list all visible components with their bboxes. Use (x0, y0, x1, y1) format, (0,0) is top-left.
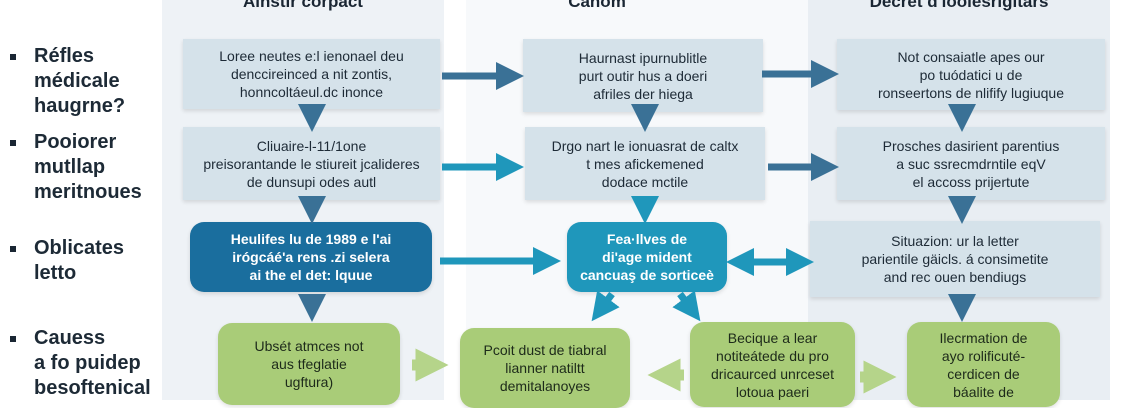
bullet-item: Réfles médicale haugrne? (10, 44, 125, 119)
outcome-box: Pcoit dust de tiabral lianner natiltt de… (460, 328, 630, 408)
flow-box: Haurnast ipurnublitle purt outir hus a d… (523, 39, 763, 112)
column-header-1: Ainstir corpact (243, 0, 363, 11)
bullet-item: Pooiorer mutllap meritnoues (10, 130, 142, 205)
flow-box: Situazion: ur la letter parientile gäicl… (810, 221, 1100, 297)
flow-box: Not consaiatle apes our po tuódatici u d… (837, 39, 1105, 110)
flow-box: Cliuaire-l-11/1one preisorantande le sti… (183, 127, 440, 200)
outcome-box: Ilecrmation de ayo rolificuté- cerdicen … (907, 322, 1060, 407)
outcome-box: Becique a lear notiteátede du pro dricau… (690, 322, 855, 407)
column-header-2: Canom (568, 0, 626, 11)
flow-box-highlight: Fea·llves de di'age mident cancuaş de so… (567, 222, 727, 292)
bullet-item: Oblicates letto (10, 236, 124, 286)
arrow-diagonal (672, 290, 701, 322)
flow-box: Prosches dasirient parentius a suc ssrec… (837, 127, 1105, 200)
flow-box: Drgo nart le ionuasrat de caltx t mes af… (525, 127, 765, 200)
flow-box: Loree neutes e:l ienonael deu denccirein… (183, 39, 440, 109)
outcome-box: Ubsét atmces not aus tfeglatie ugftura) (218, 323, 400, 405)
flow-box-highlight: Heulifes lu de 1989 e l'ai irógcáé'a ren… (190, 222, 432, 292)
column-header-3: Decret d'ioolesrigitars (869, 0, 1049, 11)
bullet-item: Cauess a fo puidep besoftenical (10, 326, 151, 401)
arrow-diagonal (591, 290, 620, 322)
